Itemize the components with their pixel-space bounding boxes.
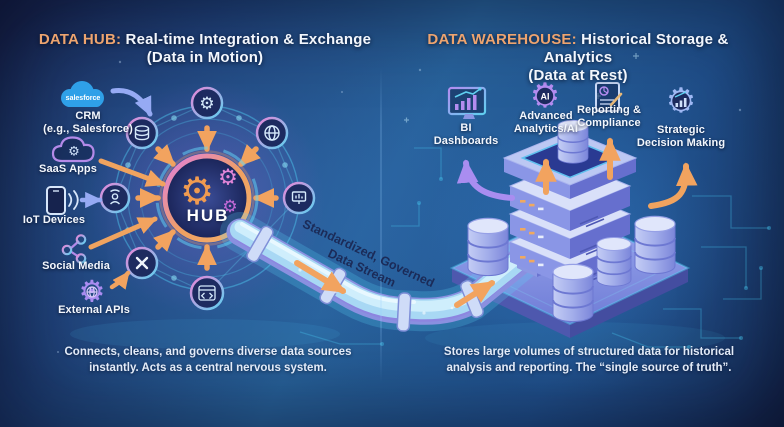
code-window-icon xyxy=(198,285,216,301)
x-logo-icon xyxy=(135,256,149,270)
right-title-line: DATA WAREHOUSE: Historical Storage & Ana… xyxy=(403,31,753,67)
globe-icon xyxy=(86,286,98,298)
arrow-saas-to-hub xyxy=(98,158,166,187)
data-pipe xyxy=(220,212,539,333)
broadcast-user-icon xyxy=(110,189,120,205)
source-label-crm: CRM (e.g., Salesforce) xyxy=(43,110,133,135)
satellite-broadcast-user xyxy=(99,182,131,214)
monitor-chart-icon xyxy=(447,86,487,119)
source-saas: ⚙ xyxy=(51,136,166,187)
source-social xyxy=(61,216,158,264)
ai-badge-text: AI xyxy=(541,92,550,102)
satellite-globe xyxy=(255,116,289,150)
salesforce-cloud-icon xyxy=(61,81,104,107)
left-title-subtitle: (Data in Motion) xyxy=(146,49,264,66)
output-strategic: ⚙ xyxy=(666,81,696,121)
monitor-stand xyxy=(463,114,475,119)
floor-glow-left xyxy=(70,319,340,349)
left-title-rest: Real-time Integration & Exchange xyxy=(121,31,372,48)
source-apis: ⚙ xyxy=(79,270,131,310)
source-label-iot: IoT Devices xyxy=(22,214,86,226)
pencil-icon xyxy=(609,92,623,107)
output-advanced-analytics: ⚙ AI xyxy=(530,76,560,116)
output-bi-dashboards xyxy=(447,86,487,119)
output-label-strategic: Strategic Decision Making xyxy=(636,124,726,149)
hub-circle: ⚙ ⚙ ⚙ xyxy=(155,146,259,250)
source-label-apis: External APIs xyxy=(58,304,130,316)
satellite-database xyxy=(125,116,159,150)
star-dots xyxy=(57,57,742,353)
left-caption: Connects, cleans, and governs diverse da… xyxy=(64,346,352,375)
circuit-nodes xyxy=(380,177,771,349)
left-title-highlight: DATA HUB: xyxy=(38,31,122,48)
salesforce-logo-text: salesforce xyxy=(66,95,101,102)
presentation-screen-icon xyxy=(291,191,307,204)
gear-icon: ⚙ xyxy=(68,145,80,160)
source-salesforce: salesforce xyxy=(61,81,153,117)
database-cylinder xyxy=(596,236,632,288)
satellite-x-logo xyxy=(125,246,159,280)
source-label-social: Social Media xyxy=(42,260,110,272)
arrow-to-strategic xyxy=(648,162,698,209)
arrow-social-to-hub xyxy=(88,216,158,250)
globe-icon xyxy=(264,125,280,141)
output-reporting xyxy=(595,82,623,112)
mini-bar-chart-icon xyxy=(675,98,687,107)
gear-icon: ⚙ xyxy=(222,197,237,217)
right-title-highlight: DATA WAREHOUSE: xyxy=(427,31,577,48)
right-panel-title: DATA WAREHOUSE: Historical Storage & Ana… xyxy=(403,31,753,85)
left-title-line: DATA HUB: Real-time Integration & Exchan… xyxy=(25,31,385,49)
arrow-crm-to-hub xyxy=(110,88,153,117)
right-title-rest: Historical Storage & Analytics xyxy=(543,31,729,66)
output-label-bi: BI Dashboards xyxy=(433,122,499,147)
satellite-gear: ⚙ xyxy=(190,86,224,120)
source-iot xyxy=(46,186,103,215)
data-flow-arrow xyxy=(294,260,347,294)
source-label-saas: SaaS Apps xyxy=(39,163,97,175)
right-caption: Stores large volumes of structured data … xyxy=(443,346,735,375)
gear-icon: ⚙ xyxy=(218,166,238,191)
output-label-analytics: Advanced Analytics/AI xyxy=(513,110,579,135)
satellite-screen xyxy=(282,181,316,215)
database-cylinder xyxy=(552,263,594,323)
circuit-traces xyxy=(299,147,769,348)
share-network-icon xyxy=(61,234,87,264)
warehouse-output-arrows xyxy=(456,137,698,209)
floor-glow-right xyxy=(425,322,725,354)
satellite-to-hub-arrows xyxy=(135,125,279,271)
database-icon xyxy=(134,125,150,141)
report-document-icon xyxy=(595,82,623,112)
panel-divider xyxy=(380,68,382,383)
hub-satellites: ⚙ xyxy=(99,86,316,311)
database-cylinder xyxy=(467,217,509,277)
gear-icon: ⚙ xyxy=(199,94,214,114)
arrow-to-bi-dashboards xyxy=(456,159,515,201)
hub-label: HUB xyxy=(186,206,230,225)
arrow-apis-to-hub xyxy=(109,270,131,290)
smartphone-signal-icon xyxy=(46,186,79,215)
cloud-gear-icon xyxy=(51,136,95,163)
output-label-reporting: Reporting & Compliance xyxy=(576,104,642,129)
satellite-code xyxy=(189,275,225,311)
right-title-subtitle: (Data at Rest) xyxy=(528,67,628,84)
data-flow-arrow xyxy=(454,280,496,308)
gear-icon: ⚙ xyxy=(180,169,214,213)
left-panel-title: DATA HUB: Real-time Integration & Exchan… xyxy=(25,31,385,67)
database-cylinder xyxy=(634,215,676,275)
